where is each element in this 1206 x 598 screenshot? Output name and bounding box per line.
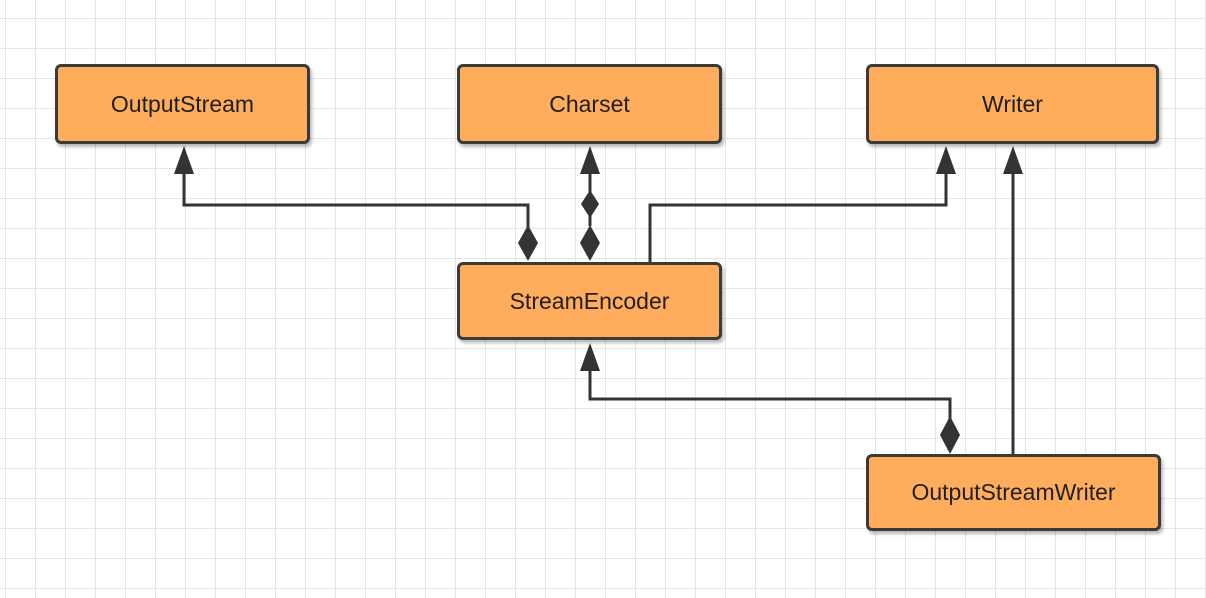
charset-label: Charset	[549, 90, 630, 117]
streamencoder-node: StreamEncoder	[457, 262, 722, 340]
outputstreamwriter-label: OutputStreamWriter	[911, 479, 1116, 505]
writer-node: Writer	[866, 64, 1159, 144]
edge-osw-streamencoder	[588, 368, 952, 423]
outputstreamwriter-node: OutputStreamWriter	[866, 454, 1161, 531]
writer-label: Writer	[982, 90, 1043, 117]
outputstream-node: OutputStream	[55, 64, 310, 144]
arrowhead-outputstream	[174, 146, 194, 174]
arrowhead-writer-right	[1003, 146, 1023, 174]
edge-streamencoder-writer	[648, 170, 948, 262]
streamencoder-label: StreamEncoder	[509, 287, 670, 314]
arrowhead-charset	[580, 146, 600, 174]
charset-node: Charset	[457, 64, 722, 144]
arrowhead-streamencoder	[580, 343, 600, 371]
arrowhead-writer-left	[936, 146, 956, 174]
outputstream-label: OutputStream	[110, 90, 255, 117]
diamond-osw-streamencoder	[940, 416, 960, 454]
diamond-streamencoder-charset-bottom	[580, 225, 600, 261]
diamond-streamencoder-charset-top	[581, 190, 599, 218]
edge-streamencoder-outputstream	[182, 170, 530, 236]
diamond-streamencoder-outputstream	[518, 225, 538, 261]
